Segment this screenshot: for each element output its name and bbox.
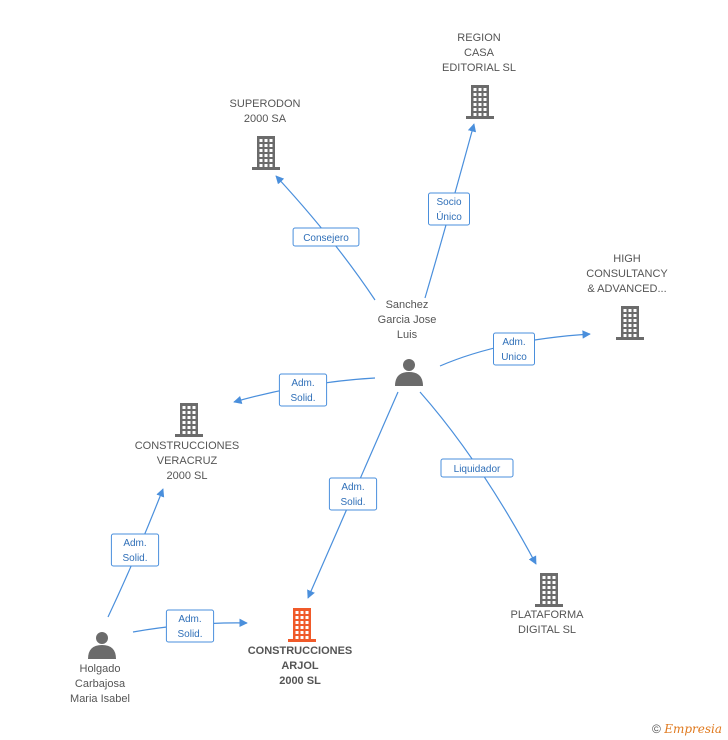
edge-sanchez-arjol: Adm. Solid. xyxy=(307,391,399,599)
node-veracruz[interactable]: CONSTRUCCIONES VERACRUZ 2000 SL xyxy=(135,403,240,482)
edge-label[interactable]: Adm. Solid. xyxy=(278,373,328,407)
edge-label-box xyxy=(440,458,514,478)
person-icon xyxy=(395,359,423,386)
node-label: Garcia Jose xyxy=(378,314,437,326)
node-arjol[interactable]: CONSTRUCCIONES ARJOL 2000 SL xyxy=(248,608,353,687)
node-label: SUPERODON xyxy=(230,98,301,110)
edge-label-text: Solid. xyxy=(177,629,202,640)
building-icon xyxy=(616,306,644,340)
edge-label-text: Solid. xyxy=(122,553,147,564)
building-icon xyxy=(535,573,563,607)
node-label: CASA xyxy=(464,47,495,59)
edge-label-text: Adm. xyxy=(178,614,201,625)
edge-label-text: Adm. xyxy=(291,378,314,389)
copyright-symbol: © xyxy=(652,722,661,736)
edge-label[interactable]: Consejero xyxy=(292,227,360,247)
building-icon xyxy=(252,136,280,170)
node-region[interactable]: REGION CASA EDITORIAL SL xyxy=(442,32,516,119)
edge-label-text: Unico xyxy=(501,352,527,363)
node-label: VERACRUZ xyxy=(157,455,218,467)
edge-label-box xyxy=(292,227,360,247)
edge-holgado-arjol: Adm. Solid. xyxy=(132,609,248,643)
edge-label-text: Solid. xyxy=(340,497,365,508)
node-label: Luis xyxy=(397,329,418,341)
edge-label-text: Adm. xyxy=(502,337,525,348)
edge-label[interactable]: Liquidador xyxy=(440,458,514,478)
edge-label-text: Consejero xyxy=(303,233,349,244)
node-label: 2000 SL xyxy=(167,470,208,482)
footer-credit: © Empresia xyxy=(652,722,722,736)
edge-label-box xyxy=(278,373,328,407)
person-icon xyxy=(88,632,116,659)
node-label: & ADVANCED... xyxy=(587,283,666,295)
building-icon xyxy=(175,403,203,437)
edge-holgado-veracruz: Adm. Solid. xyxy=(107,488,165,618)
edge-label-box xyxy=(428,192,470,226)
edge-sanchez-veracruz: Adm. Solid. xyxy=(233,373,376,407)
edge-label[interactable]: Adm. Solid. xyxy=(165,609,215,643)
edge-line xyxy=(419,391,537,565)
edge-label-box xyxy=(328,477,378,511)
edge-label-box xyxy=(165,609,215,643)
node-superodon[interactable]: SUPERODON 2000 SA xyxy=(230,98,301,170)
edge-label[interactable]: Adm. Solid. xyxy=(328,477,378,511)
node-label: CONSULTANCY xyxy=(586,268,668,280)
edge-label-box xyxy=(110,533,160,567)
edge-label-text: Único xyxy=(436,210,462,223)
node-label: Holgado xyxy=(80,663,121,675)
edge-label-text: Liquidador xyxy=(454,464,501,475)
node-label: Sanchez xyxy=(386,299,429,311)
building-icon xyxy=(466,85,494,119)
node-label: 2000 SL xyxy=(279,675,321,687)
node-plataforma[interactable]: PLATAFORMA DIGITAL SL xyxy=(511,573,585,636)
edge-label[interactable]: Adm. Solid. xyxy=(110,533,160,567)
node-label: CONSTRUCCIONES xyxy=(135,440,240,452)
edge-label-text: Adm. xyxy=(123,538,146,549)
edge-label-box xyxy=(493,332,535,366)
node-label: HIGH xyxy=(613,253,641,265)
edge-label-text: Solid. xyxy=(290,393,315,404)
building-icon xyxy=(288,608,316,642)
node-label: ARJOL xyxy=(281,660,319,672)
node-label: Maria Isabel xyxy=(70,693,130,705)
node-label: CONSTRUCCIONES xyxy=(248,645,353,657)
node-label: DIGITAL SL xyxy=(518,624,576,636)
edge-sanchez-high: Adm. Unico xyxy=(439,330,591,367)
brand-logo[interactable]: Empresia xyxy=(664,722,722,736)
edge-sanchez-plataforma: Liquidador xyxy=(419,391,537,565)
node-label: 2000 SA xyxy=(244,113,287,125)
node-label: PLATAFORMA xyxy=(511,609,585,621)
edge-label-text: Socio xyxy=(436,197,461,208)
node-high[interactable]: HIGH CONSULTANCY & ADVANCED... xyxy=(586,253,668,340)
edge-label-text: Adm. xyxy=(341,482,364,493)
node-label: REGION xyxy=(457,32,500,44)
edge-label[interactable]: Adm. Unico xyxy=(493,332,535,366)
node-label: Carbajosa xyxy=(75,678,126,690)
node-label: EDITORIAL SL xyxy=(442,62,516,74)
edge-sanchez-superodon: Consejero xyxy=(275,175,376,301)
